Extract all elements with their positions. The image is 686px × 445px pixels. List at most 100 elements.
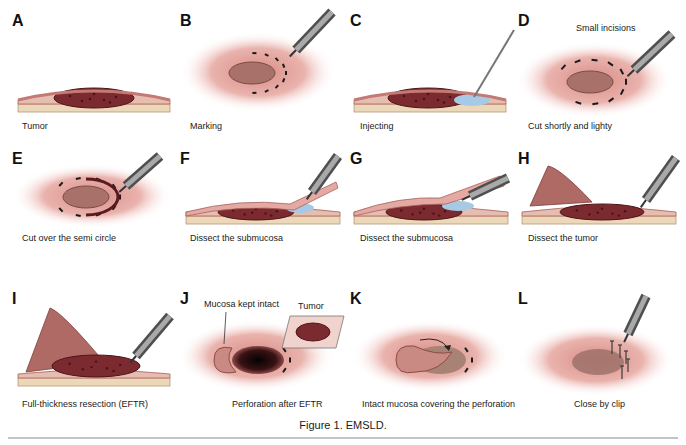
clip <box>625 351 626 364</box>
tumor-spot <box>81 100 83 102</box>
mucosa-top-view <box>180 32 336 112</box>
tumor-spot <box>576 209 578 211</box>
mucosa-top-view <box>12 164 172 228</box>
marking-dot <box>276 85 279 88</box>
knife-tip <box>119 186 126 192</box>
marking-dot <box>289 358 291 363</box>
callout-label: Small incisions <box>576 24 636 34</box>
mucosal-flap <box>396 346 452 373</box>
clip <box>621 366 622 379</box>
step-caption: Marking <box>190 122 222 132</box>
marking-dot <box>620 69 623 74</box>
closed-site <box>572 349 624 375</box>
marking-dot <box>575 60 581 62</box>
endoscope-highlight <box>646 158 676 200</box>
marking-dot <box>561 65 565 69</box>
illustration-group <box>8 12 678 438</box>
endoscope-body <box>646 158 676 200</box>
tumor-spot <box>403 95 405 97</box>
arrow-line <box>420 339 448 348</box>
tumor-spot <box>82 368 84 370</box>
rule-line <box>8 438 678 439</box>
marking-dot <box>59 208 62 212</box>
marking-dot <box>465 368 468 372</box>
tumor-spot <box>427 93 429 95</box>
tumor-specimen <box>296 323 330 341</box>
step-caption: Full-thickness resection (EFTR) <box>22 400 148 410</box>
endoscope-body <box>126 156 160 186</box>
knife-tip <box>627 70 634 76</box>
step-caption: Perforation after EFTR <box>232 400 323 410</box>
tumor-spot <box>601 208 603 210</box>
tumor-spot <box>119 364 121 366</box>
tumor-spot <box>449 96 451 98</box>
tumor-side-view <box>560 204 644 220</box>
step-caption: Close by clip <box>574 400 625 410</box>
tumor-spot <box>443 101 445 103</box>
step-caption: Cut over the semi circle <box>22 234 116 244</box>
figure-caption: Figure 1. EMSLD. <box>0 419 686 431</box>
injection-needle <box>474 30 514 97</box>
tumor-top-view <box>63 186 109 208</box>
knife-tip <box>130 356 136 363</box>
step-caption: Tumor <box>22 122 48 132</box>
step-caption: Dissect the submucosa <box>190 234 283 244</box>
tumor-spot <box>109 101 111 103</box>
mucosal-flap <box>354 176 505 216</box>
mucosa-top-view <box>178 320 334 392</box>
tumor-spot <box>444 210 446 212</box>
marking-dot <box>625 79 627 85</box>
tumor-spot <box>232 209 234 211</box>
tumor-spot <box>611 212 613 214</box>
endoscope-body <box>470 178 508 196</box>
clip-head <box>620 365 624 366</box>
marking-dot <box>283 64 284 68</box>
marking-dot <box>252 92 256 94</box>
clip-head <box>624 350 628 351</box>
panel-letter: J <box>180 290 189 308</box>
muscle-layer <box>18 378 170 386</box>
tumor-spot <box>90 366 92 368</box>
marking-dot <box>465 348 468 352</box>
endoscope-body <box>296 12 332 50</box>
tumor-spot <box>437 99 439 101</box>
panel-letter: K <box>350 290 362 308</box>
clip-head <box>610 340 614 341</box>
marking-dot <box>592 102 598 105</box>
marking-dot <box>609 98 614 102</box>
tumor-spot <box>411 213 413 215</box>
panel-letter: G <box>350 150 362 168</box>
tumor-spot <box>251 212 253 214</box>
tumor-spot <box>588 213 590 215</box>
tumor-spot <box>115 96 117 98</box>
panel-letter: C <box>350 12 362 30</box>
tumor-spot <box>95 360 97 362</box>
endoscope-highlight <box>634 34 672 70</box>
mucosa-top-view <box>352 320 508 392</box>
tumor-spot <box>89 98 91 100</box>
callout-label: Mucosa kept intact <box>204 300 279 310</box>
endoscope-highlight <box>126 156 160 186</box>
tumor-spot <box>276 210 278 212</box>
tumor-spot <box>103 99 105 101</box>
callout-label: Tumor <box>298 302 324 312</box>
marking-dot <box>283 368 286 372</box>
mucosal-flap <box>530 166 592 206</box>
marking-dot <box>276 58 279 61</box>
tumor-spot <box>423 98 425 100</box>
endoscope-highlight <box>136 316 170 356</box>
marking-dot <box>252 52 256 54</box>
marking-dot <box>265 90 269 92</box>
specimen <box>282 316 344 348</box>
panel-letter: E <box>12 150 23 168</box>
tumor-spot <box>597 212 599 214</box>
clip-head <box>618 344 622 345</box>
tumor-spot <box>400 209 402 211</box>
panel-letter: F <box>180 150 190 168</box>
marking-dot <box>471 358 473 363</box>
panel-letter: I <box>12 290 16 308</box>
step-caption: Intact mucosa covering the perforation <box>362 400 515 410</box>
marking-dot <box>59 182 62 186</box>
marking-dot <box>285 71 287 75</box>
